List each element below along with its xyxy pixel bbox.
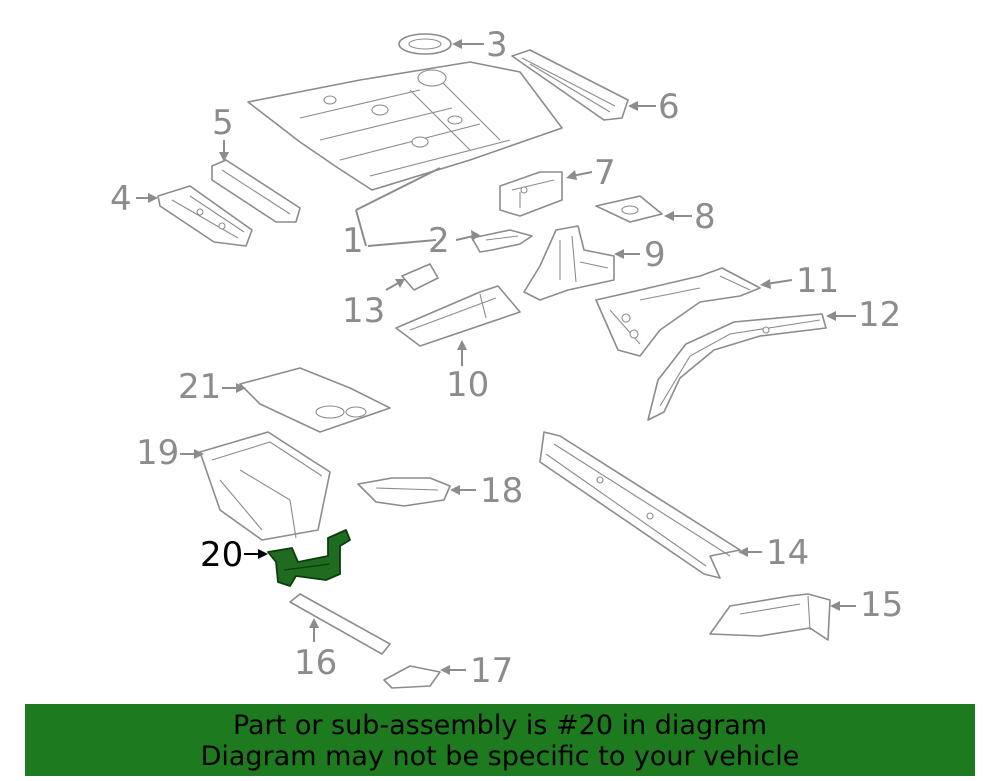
label-13: 13 [342,291,386,331]
label-7: 7 [594,153,616,193]
label-19: 19 [136,433,180,473]
label-8: 8 [694,197,716,237]
part-1-shape [247,61,563,191]
part-7-shape [499,171,563,217]
label-14: 14 [766,533,810,573]
label-10: 10 [446,365,490,405]
part-18-shape [357,477,451,507]
banner-line-2: Diagram may not be specific to your vehi… [200,741,800,772]
label-9: 9 [644,235,666,275]
banner-line-1: Part or sub-assembly is #20 in diagram [232,710,768,741]
part-11-shape [595,267,761,357]
part-16-shape [289,593,391,655]
parts-diagram [136,33,856,689]
label-3: 3 [486,25,508,65]
label-6: 6 [658,87,680,127]
leader-arrows [136,39,856,675]
part-3-shape [398,33,452,55]
label-1: 1 [342,221,364,261]
part-20-shape [267,529,351,587]
part-14-shape [539,431,741,579]
part-13-shape [401,263,439,291]
label-21: 21 [178,367,222,407]
label-11: 11 [796,261,840,301]
label-20: 20 [200,535,244,575]
part-15-shape [709,593,831,641]
label-17: 17 [470,651,514,691]
label-2: 2 [428,221,450,261]
part-21-shape [239,367,391,433]
label-5: 5 [212,103,234,143]
part-9-shape [523,225,615,301]
label-4: 4 [110,179,132,219]
part-17-shape [383,665,441,689]
part-2-shape [471,229,533,253]
part-6-shape [511,49,629,121]
label-16: 16 [294,643,338,683]
info-banner: Part or sub-assembly is #20 in diagram D… [25,704,975,776]
label-12: 12 [858,295,902,335]
part-8-shape [595,195,663,223]
part-19-shape [199,431,331,541]
part-12-shape [647,313,827,421]
part-10-shape [395,285,521,347]
label-15: 15 [860,585,904,625]
label-18: 18 [480,471,524,511]
part-5-shape [211,159,301,223]
part-4-shape [157,185,253,247]
